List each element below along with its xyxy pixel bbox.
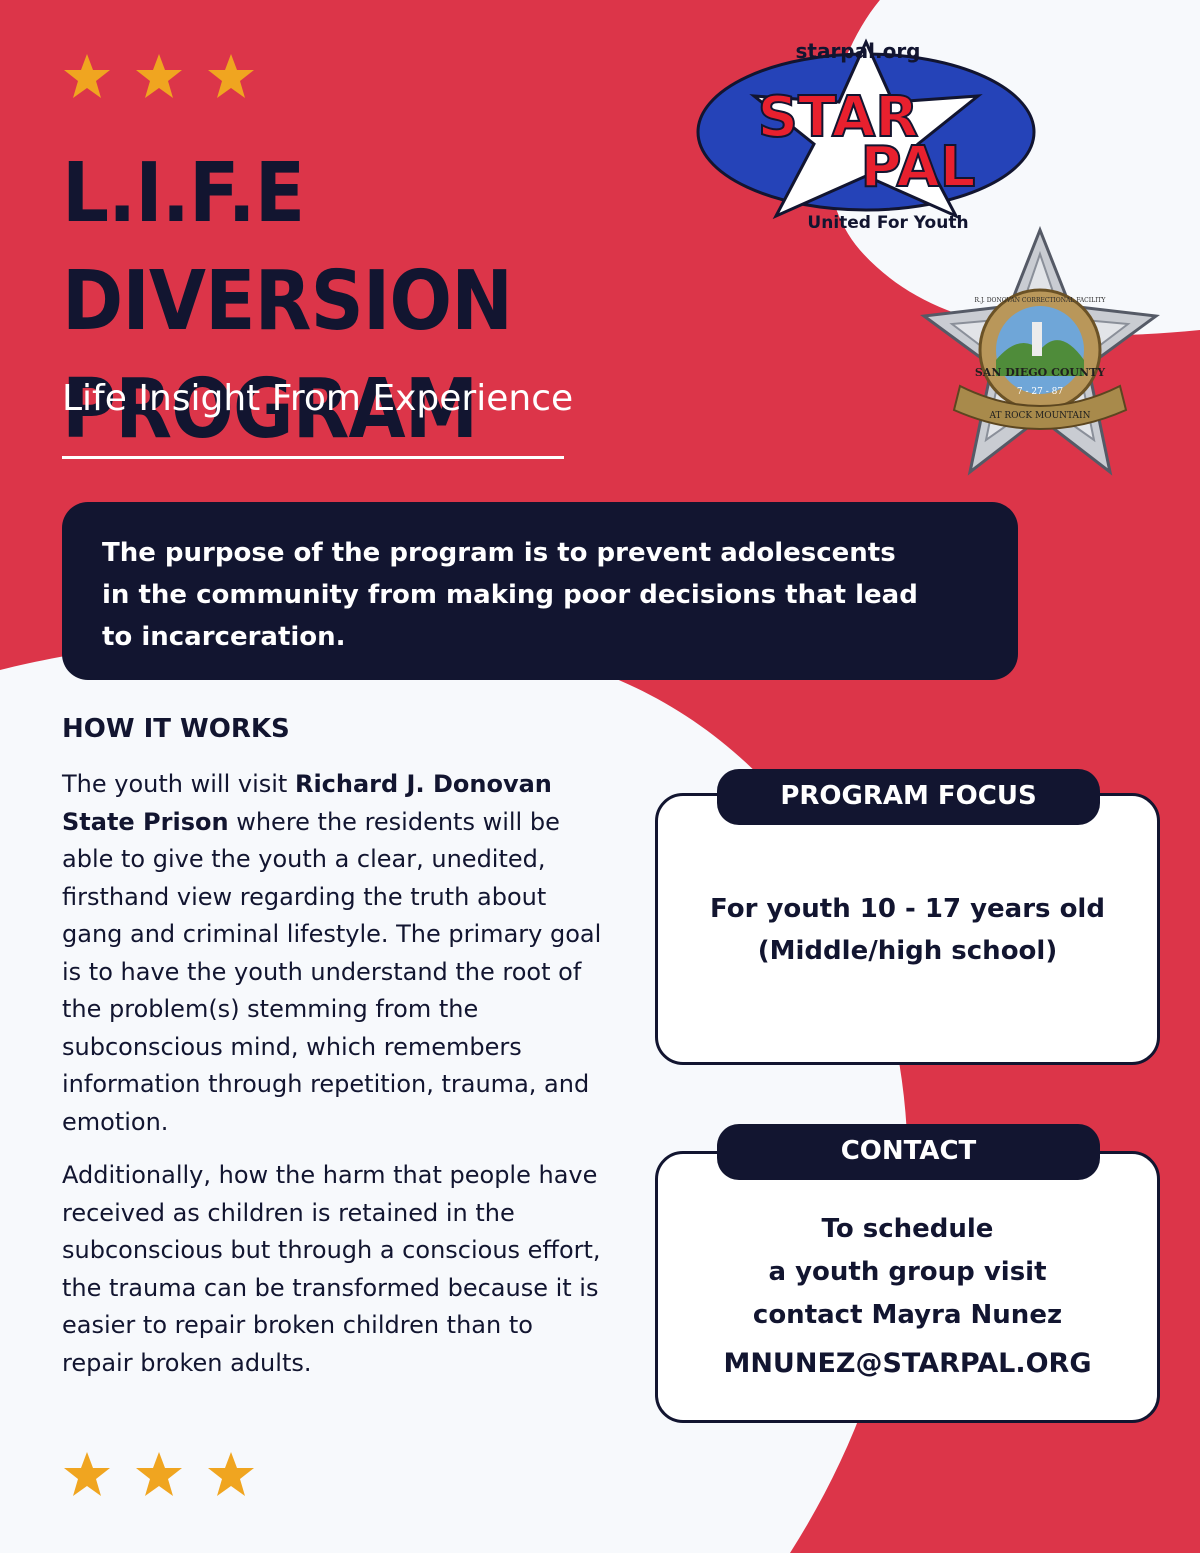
- program-focus-label: PROGRAM FOCUS: [717, 769, 1100, 825]
- star-row-bottom: [62, 1450, 256, 1500]
- title-line-2: PROGRAM: [62, 362, 478, 457]
- star-icon: [208, 1452, 254, 1496]
- contact-email-link[interactable]: MNUNEZ@STARPAL.ORG: [723, 1348, 1092, 1379]
- contact-label: CONTACT: [717, 1124, 1100, 1180]
- logo-word-pal: PAL: [861, 135, 976, 200]
- purpose-box: The purpose of the program is to prevent…: [62, 502, 1018, 680]
- how-it-works-paragraph-1: The youth will visit Richard J. Donovan …: [62, 766, 602, 1141]
- p1-text-end: where the residents will be able to give…: [62, 807, 602, 1136]
- badge-ring-text: R.J. DONOVAN CORRECTIONAL FACILITY: [975, 297, 1107, 304]
- how-it-works-paragraph-2: Additionally, how the harm that people h…: [62, 1161, 601, 1377]
- badge-mountain: AT ROCK MOUNTAIN: [989, 411, 1091, 421]
- page-subtitle: Life Insight From Experience: [62, 378, 574, 419]
- star-icon: [136, 54, 182, 98]
- contact-line-3: contact Mayra Nunez: [752, 1300, 1063, 1330]
- badge-county: SAN DIEGO COUNTY: [975, 366, 1105, 379]
- page-title: L.I.F.E DIVERSION PROGRAM: [62, 140, 620, 464]
- program-focus-text: For youth 10 - 17 years old (Middle/high…: [655, 888, 1160, 972]
- focus-school-level: (Middle/high school): [757, 936, 1058, 966]
- contact-card: [655, 1151, 1160, 1423]
- logo-word-star: STAR: [758, 85, 919, 150]
- contact-line-1: To schedule: [821, 1214, 994, 1244]
- how-it-works-body: The youth will visit Richard J. Donovan …: [62, 766, 602, 1398]
- star-icon: [64, 54, 110, 98]
- logo-tagline: United For Youth: [807, 213, 968, 233]
- badge-date: 7 - 27 - 87: [1017, 387, 1063, 397]
- focus-age-range: For youth 10 - 17 years old: [710, 894, 1105, 924]
- how-it-works-heading: HOW IT WORKS: [62, 714, 290, 744]
- starpal-logo: starpal.org STAR PAL United For Youth: [696, 38, 1036, 233]
- logo-url-text: starpal.org: [795, 39, 920, 63]
- correctional-badge: SAN DIEGO COUNTY 7 - 27 - 87 AT ROCK MOU…: [920, 226, 1160, 476]
- star-row-top: [62, 52, 256, 102]
- star-icon: [64, 1452, 110, 1496]
- star-icon: [208, 54, 254, 98]
- prison-name: Richard J. Donovan State Prison: [62, 770, 552, 836]
- contact-text: To schedule a youth group visit contact …: [655, 1208, 1160, 1337]
- title-divider: [62, 456, 564, 459]
- star-icon: [136, 1452, 182, 1496]
- contact-line-2: a youth group visit: [768, 1257, 1047, 1287]
- title-line-1: L.I.F.E DIVERSION: [62, 146, 513, 349]
- program-focus-card: [655, 793, 1160, 1065]
- p1-text-start: The youth will visit: [62, 770, 295, 798]
- purpose-text: The purpose of the program is to prevent…: [102, 538, 918, 652]
